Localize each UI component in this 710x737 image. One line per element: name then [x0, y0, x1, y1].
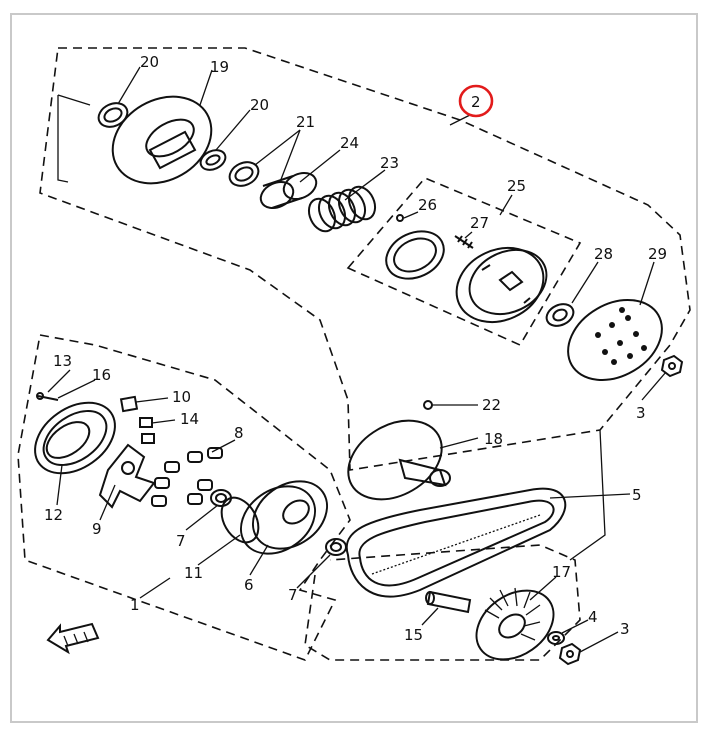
callout-27: 27: [470, 214, 489, 232]
part-12-cover-plate: [34, 401, 116, 475]
front-arrow-icon: [46, 622, 100, 655]
part-7-collar-a: [210, 489, 232, 507]
part-24-sleeve: [259, 171, 318, 210]
part-4-washer: [547, 631, 565, 645]
part-26-plate: [385, 214, 445, 280]
part-9-ramp-plate: [98, 443, 156, 509]
callout-17: 17: [552, 563, 571, 581]
group-2-bracket-top: [57, 94, 91, 106]
callout-8: 8: [234, 424, 244, 442]
callout-13: 13: [53, 352, 72, 370]
part-6-primary-sheave: [239, 480, 329, 555]
callout-28: 28: [594, 245, 613, 263]
part-20-collar-b: [199, 149, 227, 171]
highlight-circle: [458, 84, 494, 118]
part-23-spring: [307, 185, 377, 233]
callout-24: 24: [340, 134, 359, 152]
group-right-bracket: [569, 429, 606, 561]
callout-11: 11: [184, 564, 203, 582]
callout-23: 23: [380, 154, 399, 172]
group-lower-right-outline: [304, 544, 581, 661]
callout-19: 19: [210, 58, 229, 76]
callout-3b: 3: [620, 620, 630, 638]
callout-25: 25: [507, 177, 526, 195]
callout-1: 1: [130, 596, 140, 614]
part-17-fan-pulley: [475, 587, 555, 661]
callout-7b: 7: [288, 586, 298, 604]
group-25-outline: [346, 177, 582, 347]
callout-6: 6: [244, 576, 254, 594]
part-5-v-belt: [345, 487, 567, 598]
callout-3a: 3: [636, 404, 646, 422]
callout-20a: 20: [140, 53, 159, 71]
callout-20b: 20: [250, 96, 269, 114]
part-25-clutch-shoe: [455, 247, 548, 323]
part-27-spring: [454, 235, 474, 249]
group-2-bracket: [57, 95, 69, 183]
part-21-oil-seals: [228, 161, 260, 187]
diagram-frame: [10, 13, 698, 723]
callout-10: 10: [172, 388, 191, 406]
part-22-bolt: [423, 400, 433, 410]
callout-9: 9: [92, 520, 102, 538]
part-7-collar-b: [325, 538, 347, 556]
part-13-bolt: [37, 395, 59, 401]
part-3-nut: [660, 354, 684, 378]
callout-14: 14: [180, 410, 199, 428]
group-2-outline: [39, 47, 691, 471]
callout-7a: 7: [176, 532, 186, 550]
part-16-washer: [36, 392, 44, 400]
callout-2: 2: [471, 93, 481, 111]
group-1-outline: [17, 334, 351, 661]
callout-4: 4: [588, 608, 598, 626]
part-11-collar: [220, 496, 260, 544]
callout-15: 15: [404, 626, 423, 644]
part-20-collar: [97, 102, 129, 128]
callout-29: 29: [648, 245, 667, 263]
part-18-secondary-sheave: [347, 419, 451, 501]
part-14-guide: [139, 417, 155, 444]
callout-5: 5: [632, 486, 642, 504]
part-8-weights: [151, 447, 223, 507]
callout-21: 21: [296, 113, 315, 131]
part-3-nut-b: [558, 642, 582, 666]
callout-18: 18: [484, 430, 503, 448]
callout-16: 16: [92, 366, 111, 384]
part-15-shaft: [425, 590, 472, 614]
callout-22: 22: [482, 396, 501, 414]
callout-26: 26: [418, 196, 437, 214]
part-28-washer: [545, 303, 575, 327]
part-10-slider: [119, 395, 139, 413]
part-19-sheave: [111, 95, 213, 185]
leader-lines: [47, 66, 667, 653]
part-29-clutch-housing: [567, 299, 663, 381]
callout-12: 12: [44, 506, 63, 524]
